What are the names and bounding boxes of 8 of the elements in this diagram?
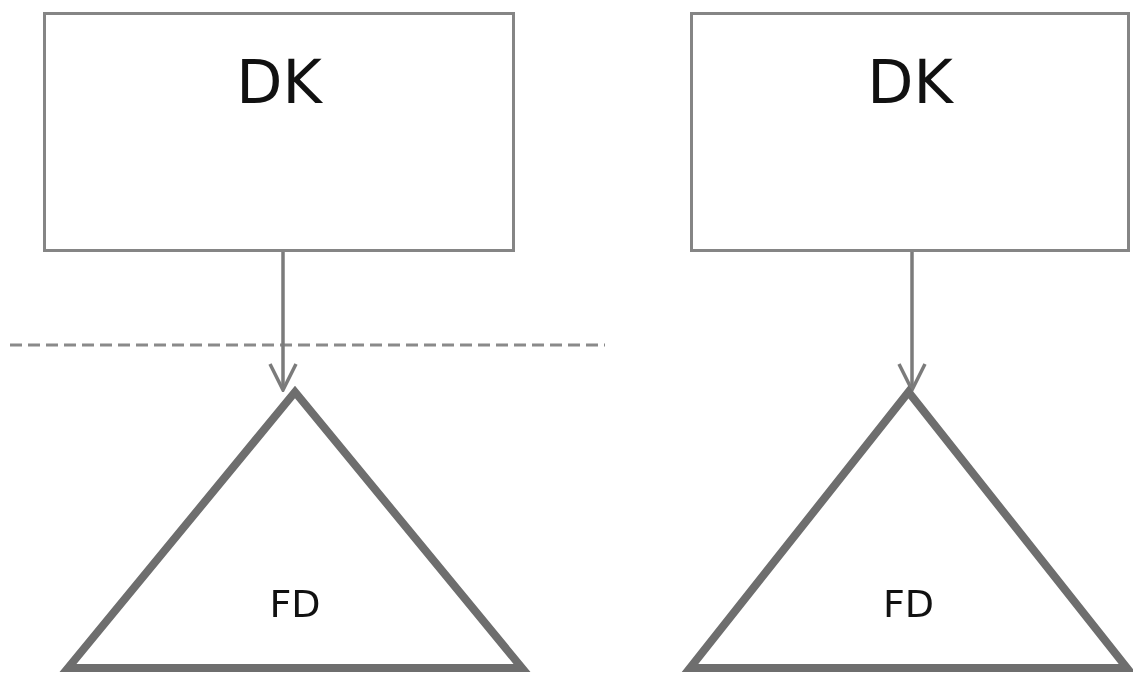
rectangle-box — [690, 12, 1130, 252]
node-label: FD — [268, 582, 322, 626]
node-label: DK — [236, 47, 322, 117]
node-label: DK — [867, 47, 953, 117]
arrow — [268, 252, 298, 392]
node-label: FD — [881, 582, 936, 626]
rectangle-box — [43, 12, 515, 252]
arrow — [897, 252, 927, 392]
